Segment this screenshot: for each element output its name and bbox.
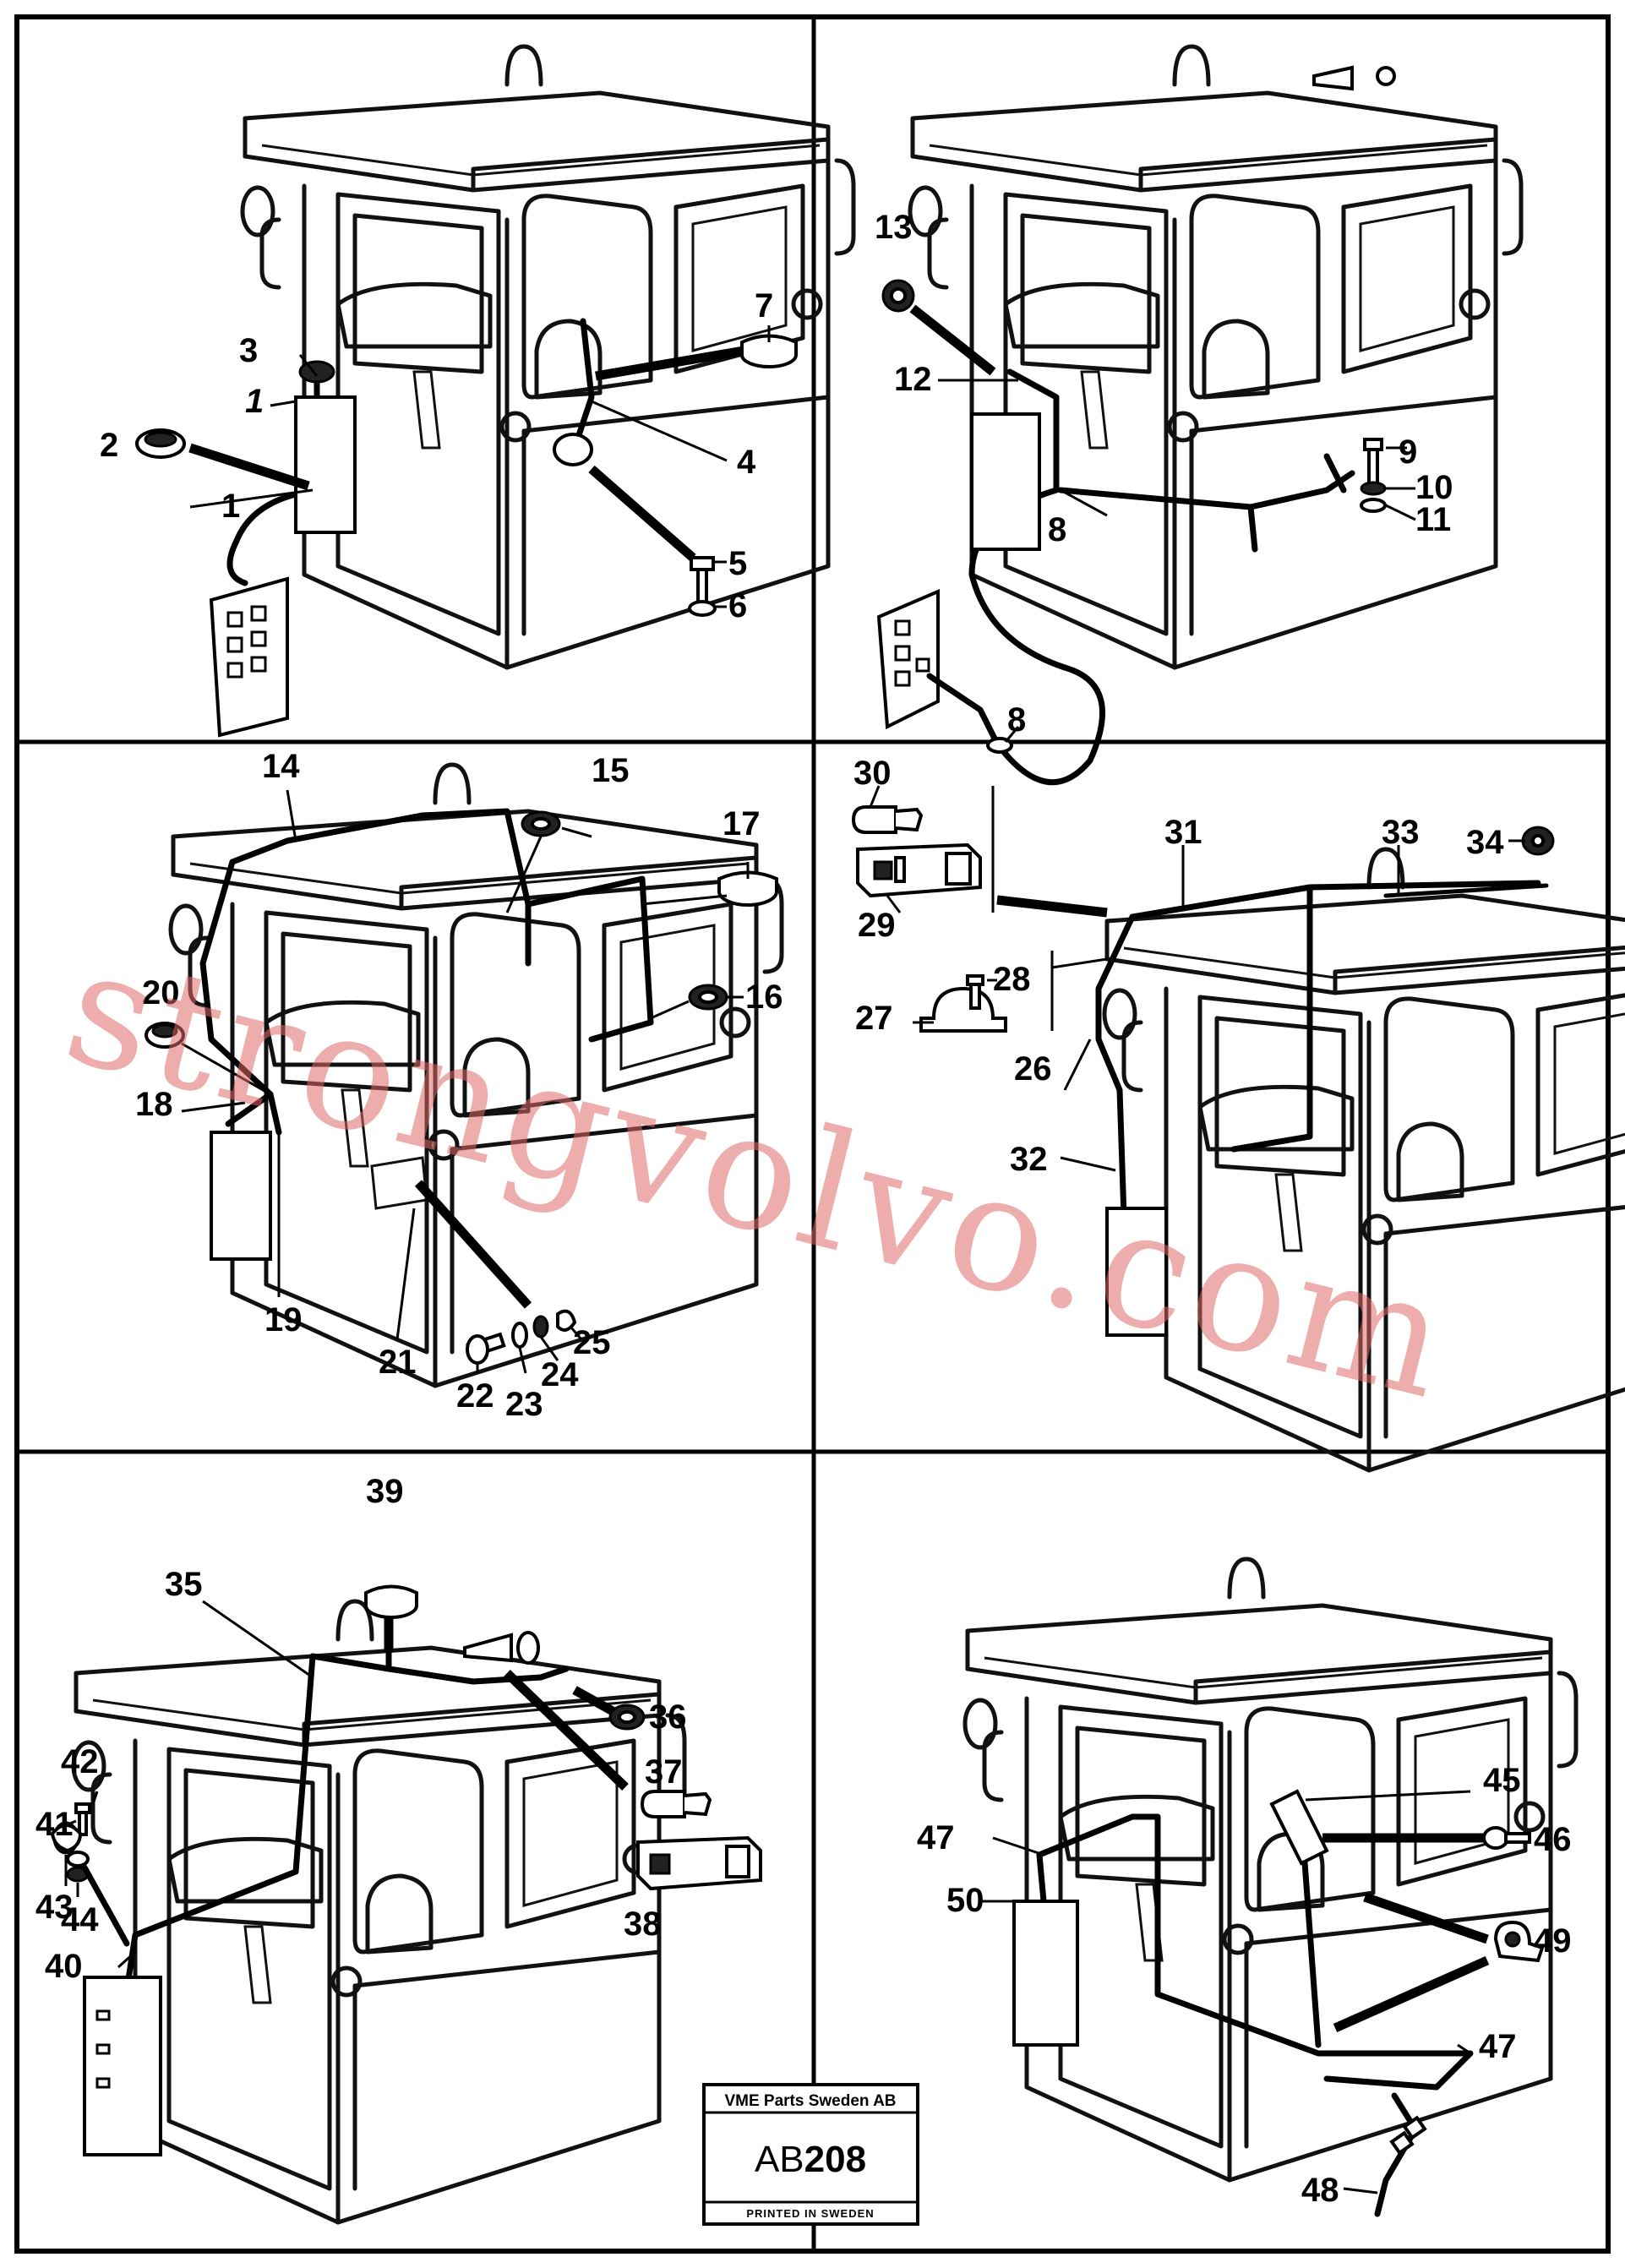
view-5: 35 36 37 38 39 40 41 42 43 44 — [35, 1473, 762, 2222]
stamp-printed: PRINTED IN SWEDEN — [746, 2207, 874, 2220]
label-50: 50 — [946, 1882, 984, 1919]
view-1: 1 1 2 3 4 5 6 7 — [100, 46, 853, 738]
label-20: 20 — [142, 974, 180, 1011]
view-6: 45 46 47 47 48 49 50 — [917, 1559, 1576, 2217]
label-37: 37 — [645, 1753, 683, 1791]
label-39: 39 — [366, 1473, 404, 1510]
label-47-upper: 47 — [917, 1819, 955, 1856]
label-49: 49 — [1534, 1922, 1572, 1960]
label-31: 31 — [1164, 814, 1202, 851]
label-29: 29 — [858, 907, 896, 944]
label-42: 42 — [61, 1743, 99, 1780]
label-4: 4 — [737, 444, 756, 481]
harness-35 — [123, 1653, 316, 1993]
label-27: 27 — [855, 1000, 893, 1037]
label-26: 26 — [1014, 1050, 1052, 1088]
label-16: 16 — [745, 979, 783, 1016]
label-14: 14 — [262, 748, 300, 785]
label-10: 10 — [1415, 469, 1453, 506]
label-32: 32 — [1010, 1141, 1048, 1178]
stamp-company: VME Parts Sweden AB — [724, 2092, 896, 2110]
label-36: 36 — [649, 1698, 687, 1736]
label-2: 2 — [100, 427, 118, 464]
label-11: 11 — [1415, 501, 1451, 538]
harness-47 — [1036, 1813, 1474, 2091]
label-24: 24 — [541, 1356, 579, 1393]
label-6: 6 — [728, 587, 747, 624]
label-22: 22 — [456, 1377, 494, 1415]
label-21: 21 — [379, 1344, 417, 1381]
label-34: 34 — [1466, 824, 1504, 861]
label-7: 7 — [755, 287, 773, 324]
label-8-upper: 8 — [1048, 511, 1066, 548]
label-43: 43 — [35, 1889, 74, 1926]
view-4: 26 27 28 29 30 31 32 33 34 — [851, 755, 1625, 1470]
view-3: 14 15 16 17 18 19 20 21 22 23 24 25 — [135, 748, 783, 1423]
label-40: 40 — [45, 1948, 83, 1985]
label-35: 35 — [165, 1566, 203, 1603]
harness-14 — [229, 808, 532, 967]
label-46: 46 — [1534, 1821, 1572, 1858]
stamp-code: AB208 — [755, 2139, 866, 2180]
label-38: 38 — [624, 1905, 662, 1943]
label-19: 19 — [264, 1301, 303, 1338]
label-33: 33 — [1382, 814, 1420, 851]
label-1: 1 — [221, 488, 240, 525]
label-25: 25 — [573, 1324, 611, 1361]
harness-1 — [226, 368, 320, 586]
label-41: 41 — [35, 1806, 74, 1843]
label-3: 3 — [239, 332, 258, 369]
label-23: 23 — [505, 1386, 543, 1423]
label-5: 5 — [728, 545, 747, 582]
label-28: 28 — [993, 961, 1031, 998]
label-45: 45 — [1483, 1762, 1521, 1799]
view-2: 8 8 9 10 11 12 13 — [875, 46, 1521, 786]
label-17: 17 — [723, 805, 761, 842]
label-15: 15 — [592, 752, 630, 789]
label-13: 13 — [875, 209, 913, 246]
label-18: 18 — [135, 1086, 173, 1123]
label-1-italic: 1 — [245, 383, 264, 420]
title-stamp: VME Parts Sweden AB AB208 PRINTED IN SWE… — [702, 2083, 919, 2226]
label-48: 48 — [1301, 2172, 1339, 2209]
label-30: 30 — [853, 755, 892, 792]
label-9: 9 — [1399, 433, 1417, 471]
label-8-lower: 8 — [1007, 701, 1026, 739]
label-47-lower: 47 — [1479, 2028, 1517, 2065]
label-12: 12 — [894, 361, 932, 398]
label-44: 44 — [61, 1901, 99, 1938]
